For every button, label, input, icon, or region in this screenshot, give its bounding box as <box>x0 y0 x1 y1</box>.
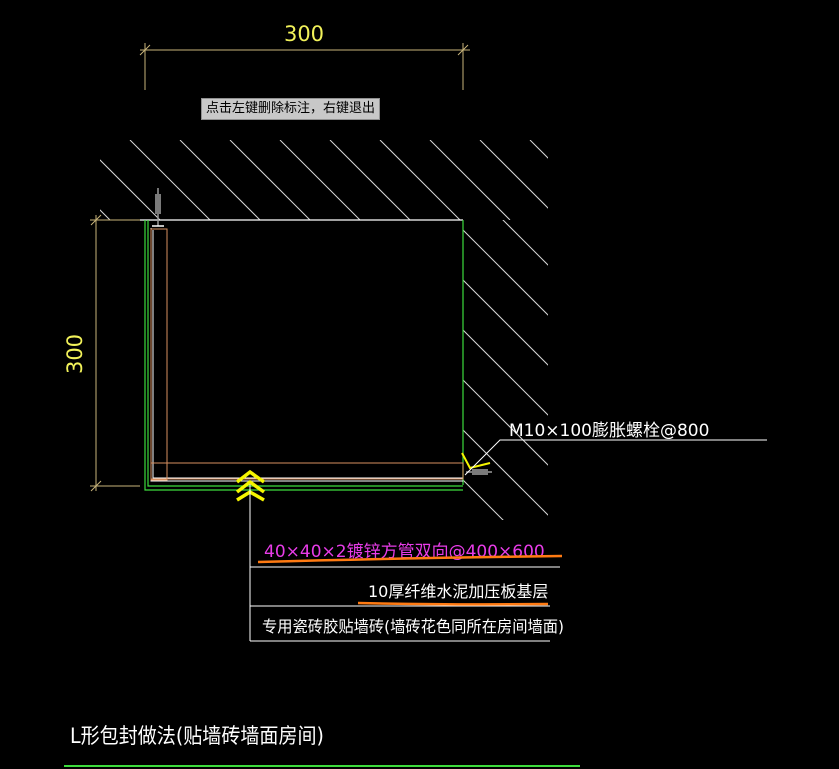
enclosure-layers <box>144 220 464 491</box>
dimension-left-value: 300 <box>63 334 87 374</box>
tube-underline <box>257 554 563 564</box>
drawing-title: L形包封做法(贴墙砖墙面房间) <box>70 724 324 748</box>
wall-hatch-right <box>463 220 548 520</box>
anchor-bolt-right-icon <box>461 452 492 475</box>
board-label: 10厚纤维水泥加压板基层 <box>368 582 548 601</box>
wall-hatch-top <box>100 140 548 220</box>
dimension-top-value: 300 <box>284 22 324 46</box>
tile-label: 专用瓷砖胶贴墙砖(墙砖花色同所在房间墙面) <box>262 617 564 636</box>
bolt-leader <box>464 439 767 476</box>
anchor-bolt-top-icon <box>152 188 164 227</box>
hint-tooltip: 点击左键删除标注，右键退出 <box>201 98 381 120</box>
board-underline <box>357 601 549 606</box>
bolt-label: M10×100膨胀螺栓@800 <box>509 421 709 441</box>
dimension-left <box>90 214 140 492</box>
callout-leader <box>249 484 560 642</box>
dimension-top <box>139 43 470 90</box>
